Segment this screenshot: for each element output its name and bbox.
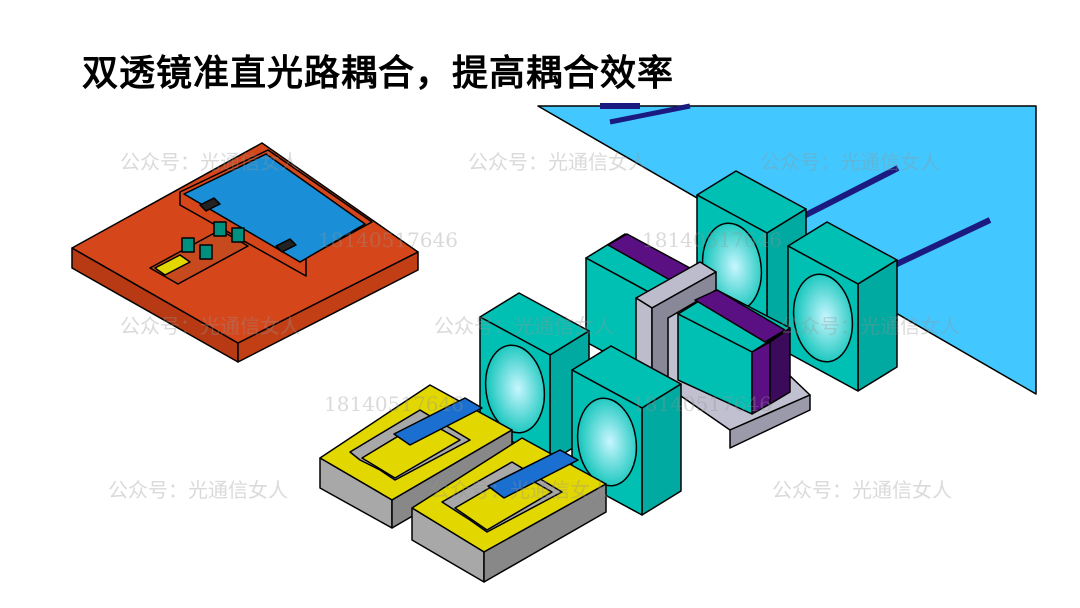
chip-board bbox=[71, 142, 419, 363]
slide-title: 双透镜准直光路耦合，提高耦合效率 bbox=[82, 53, 675, 94]
isolator-block bbox=[677, 289, 791, 415]
laser-submount bbox=[411, 437, 607, 583]
